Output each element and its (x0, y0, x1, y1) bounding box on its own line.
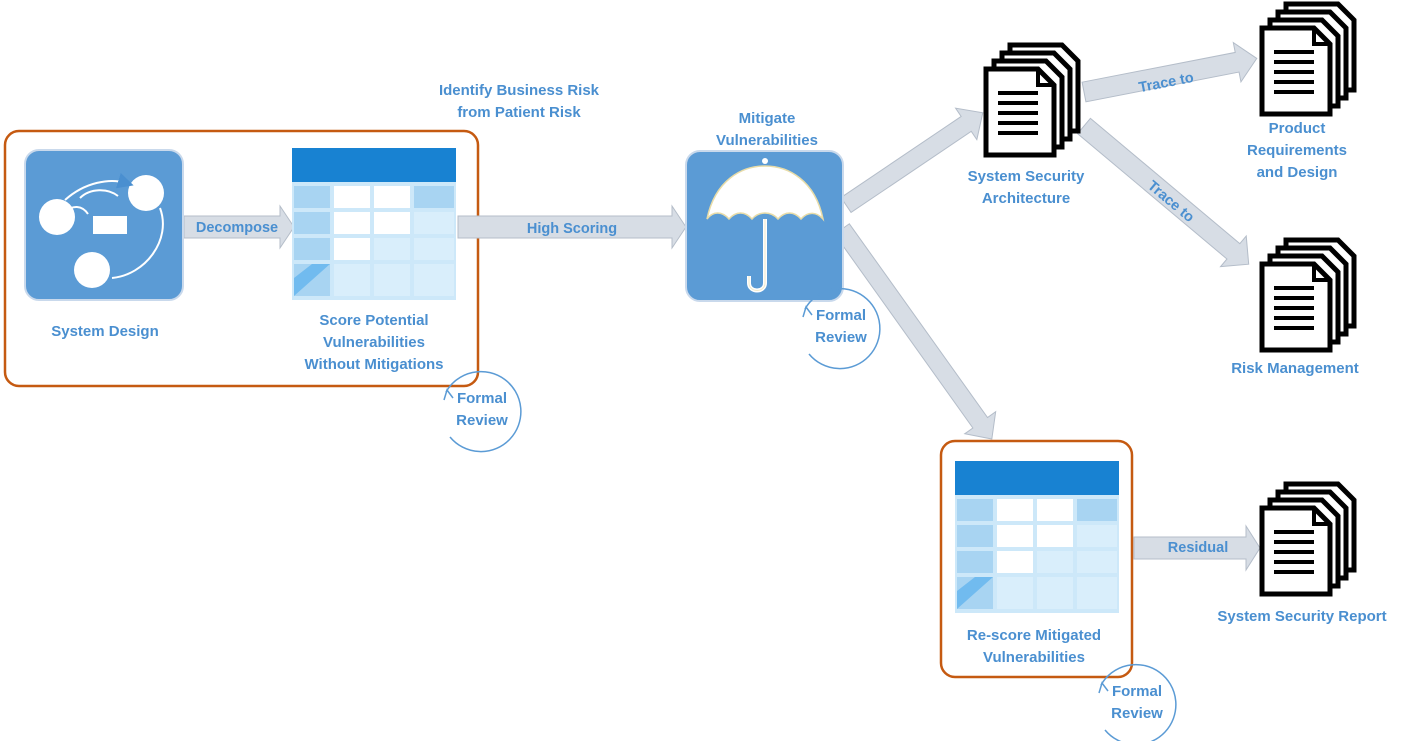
identify-label-line2: from Patient Risk (457, 104, 581, 121)
formal-review-cycle-3: Formal Review (1098, 663, 1177, 741)
system-security-report-document-icon (1262, 484, 1354, 594)
score-label-line1: Score Potential (319, 312, 428, 329)
formal-review-1-line1: Formal (457, 390, 507, 407)
formal-review-2-line2: Review (815, 329, 867, 346)
prd-label-line2: Requirements (1247, 142, 1347, 159)
arrow-label-decompose: Decompose (196, 220, 278, 236)
formal-review-1-line2: Review (456, 412, 508, 429)
mitigate-label-line1: Mitigate (739, 110, 796, 127)
arrow-label-residual: Residual (1168, 540, 1228, 556)
formal-review-3-line1: Formal (1112, 683, 1162, 700)
rescore-label-line2: Vulnerabilities (983, 649, 1085, 666)
score-label-line3: Without Mitigations (305, 356, 444, 373)
prd-label-line3: and Design (1257, 164, 1338, 181)
arrow-label-high-scoring: High Scoring (527, 221, 617, 237)
prd-label-line1: Product (1269, 120, 1326, 137)
mitigate-label-line2: Vulnerabilities (716, 132, 818, 149)
rescore-table-icon (955, 461, 1119, 613)
system-design-icon (24, 149, 184, 301)
arrow-trace-to-risk (1076, 117, 1250, 268)
identify-label-line1: Identify Business Risk (439, 82, 600, 99)
formal-review-cycle-2: Formal Review (802, 287, 881, 370)
arrow-high-scoring (457, 204, 687, 250)
product-requirements-document-icon (1262, 4, 1354, 114)
risk-management-document-icon (1262, 240, 1354, 350)
group-box-rescore (939, 439, 1134, 679)
system-security-report-label: System Security Report (1217, 608, 1386, 625)
arrow-decompose (183, 204, 295, 250)
system-design-label: System Design (51, 323, 159, 340)
group-box-design (3, 129, 480, 388)
formal-review-cycle-1: Formal Review (443, 370, 522, 453)
formal-review-2-line1: Formal (816, 307, 866, 324)
system-security-architecture-document-icon (986, 45, 1078, 155)
arrow-to-rescore (833, 223, 997, 440)
risk-management-label: Risk Management (1231, 360, 1359, 377)
arrow-residual (1133, 524, 1261, 572)
ssa-label-line1: System Security (968, 168, 1085, 185)
score-label-line2: Vulnerabilities (323, 334, 425, 351)
formal-review-3-line2: Review (1111, 705, 1163, 722)
umbrella-icon (685, 150, 844, 302)
rescore-label-line1: Re-score Mitigated (967, 627, 1101, 644)
arrow-to-architecture (840, 107, 984, 214)
ssa-label-line2: Architecture (982, 190, 1070, 207)
score-table-icon (292, 148, 456, 300)
arrow-trace-to-requirements (1081, 41, 1258, 103)
